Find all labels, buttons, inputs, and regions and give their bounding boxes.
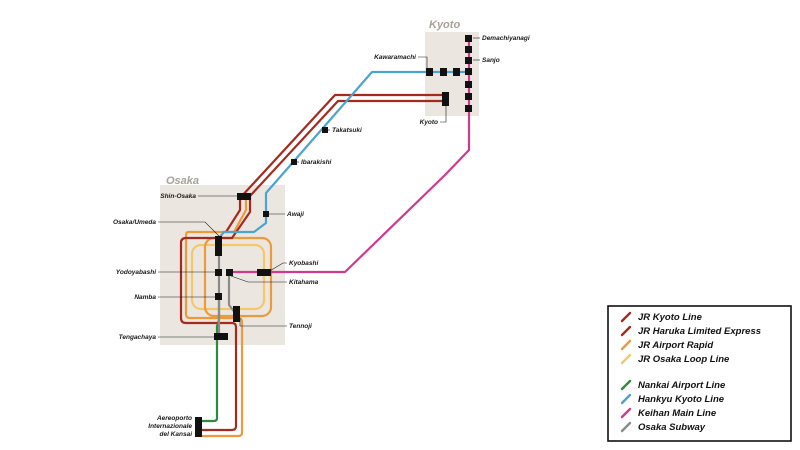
label-takatsuki: Takatsuki <box>332 127 362 134</box>
label-kitahama: Kitahama <box>289 279 319 286</box>
stop-hankyu-3 <box>453 68 460 76</box>
stop-kyoto-5 <box>465 105 472 112</box>
label-namba: Namba <box>134 294 156 301</box>
label-kyobashi: Kyobashi <box>289 260 318 267</box>
stop-yodoyabashi <box>215 269 222 276</box>
label-kawaramachi: Kawaramachi <box>374 54 416 61</box>
legend-swatch-1 <box>620 325 632 337</box>
legend-label-0: JR Kyoto Line <box>638 312 703 323</box>
stop-osaka-umeda <box>215 236 222 256</box>
label-yodoyabashi: Yodoyabashi <box>116 269 156 276</box>
legend-swatch-0 <box>620 311 632 323</box>
jr-haruka-route <box>179 99 448 432</box>
stop-hankyu-2 <box>440 68 447 76</box>
legend-label-7: Osaka Subway <box>638 422 706 433</box>
legend-swatch-2 <box>620 339 632 351</box>
label-shin-osaka: Shin-Osaka <box>160 193 196 200</box>
label-tengachaya: Tengachaya <box>119 334 157 341</box>
stop-awaji <box>263 211 269 217</box>
label-awaji: Awaji <box>286 211 304 218</box>
jr-airport-rapid-route <box>184 196 248 438</box>
legend-label-2: JR Airport Rapid <box>638 340 713 351</box>
stop-shin-osaka <box>237 193 251 200</box>
label-sanjo: Sanjo <box>482 57 500 64</box>
label-kansai-line3: del Kansai <box>159 431 192 438</box>
keihan-main-line-route <box>228 36 471 274</box>
stop-kyoto-4 <box>465 93 472 100</box>
legend-label-6: Keihan Main Line <box>638 408 717 419</box>
osaka-region-label: Osaka <box>166 175 199 187</box>
label-kansai-line1: Aereoporto <box>156 415 192 422</box>
stop-kyoto <box>442 92 449 106</box>
stop-ibarakishi <box>291 159 297 165</box>
stop-kyoto-1 <box>465 46 472 53</box>
legend-label-4: Nankai Airport Line <box>638 380 726 391</box>
stop-kawaramachi <box>426 68 433 76</box>
legend-swatch-5 <box>620 393 632 405</box>
stop-sanjo <box>465 57 472 64</box>
stop-kyoto-3 <box>465 81 472 88</box>
stop-kyobashi <box>257 269 271 276</box>
legend-swatch-3 <box>620 353 632 365</box>
legend-label-3: JR Osaka Loop Line <box>638 354 730 365</box>
label-kansai-line2: Internazionale <box>148 423 192 430</box>
legend-swatch-4 <box>620 379 632 391</box>
legend-swatch-7 <box>620 421 632 433</box>
label-osaka-umeda: Osaka/Umeda <box>113 219 156 226</box>
legend-label-1: JR Haruka Limited Express <box>638 326 761 337</box>
stop-demachiyanagi <box>465 35 472 42</box>
hankyu-kyoto-line-route <box>217 70 472 240</box>
legend-swatch-6 <box>620 407 632 419</box>
label-tennoji: Tennoji <box>289 323 312 330</box>
legend-label-5: Hankyu Kyoto Line <box>638 394 725 405</box>
stop-tengachaya <box>214 333 228 340</box>
kyoto-region-label: Kyoto <box>429 19 460 31</box>
stop-namba <box>215 293 222 300</box>
stop-tennoji <box>233 306 240 322</box>
label-demachiyanagi: Demachiyanagi <box>482 35 530 42</box>
legend: JR Kyoto Line JR Haruka Limited ExpressJR… <box>607 305 792 442</box>
jr-osaka-loop-line <box>190 243 266 311</box>
stop-kitahama <box>226 269 233 276</box>
label-kyoto: Kyoto <box>420 119 438 126</box>
stop-kyoto-2 <box>465 68 472 75</box>
legend-box <box>607 305 792 442</box>
stop-takatsuki <box>322 127 328 133</box>
stop-kansai-airport <box>195 417 202 437</box>
label-ibarakishi: Ibarakishi <box>301 159 332 166</box>
